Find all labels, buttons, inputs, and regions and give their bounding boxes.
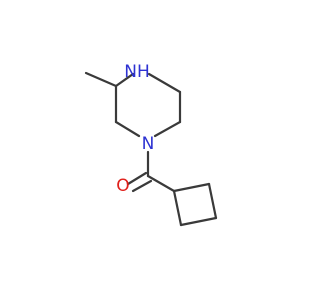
nitrogen-amine-hydrogen: H <box>137 62 150 82</box>
bond-cyclobutane-3 <box>179 216 218 227</box>
nitrogen-amide-label: N <box>142 134 155 154</box>
bond-namide-ch2 <box>153 120 182 138</box>
bond-cyclobutane-4 <box>172 189 183 227</box>
bond-ch-methyl <box>84 71 118 88</box>
bond-carbonyl-double-b <box>131 179 153 193</box>
molecule-structure: NH N O <box>84 62 218 227</box>
bond-carbonyl-double-a <box>126 171 148 186</box>
bond-cyclobutane-2 <box>207 182 218 220</box>
nitrogen-amine-symbol: N <box>124 62 137 82</box>
bond-ring-ch2-nh <box>147 72 182 94</box>
oxygen-carbonyl-label: O <box>116 176 129 196</box>
bond-ch2-namide <box>114 120 141 138</box>
nitrogen-amine-label: NH <box>124 62 150 82</box>
bond-carbonyl-cyclobutyl <box>146 174 176 193</box>
bond-cyclobutane-1 <box>172 182 211 193</box>
bond-nh-ch <box>114 72 135 88</box>
